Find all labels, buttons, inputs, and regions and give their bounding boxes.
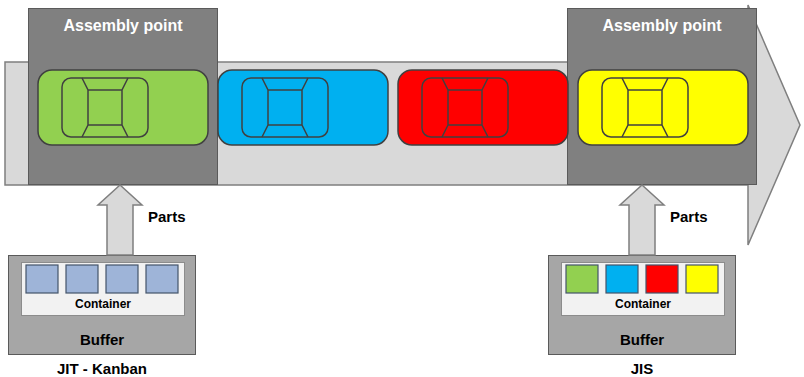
car-cabin [602,78,688,137]
part-square [646,265,678,293]
car-windows [622,78,668,137]
container-parts [26,265,718,293]
car-windows [82,78,128,137]
node-label: Buffer [549,331,735,348]
part-square [566,265,598,293]
car-symbol [38,70,208,145]
part-square [686,265,718,293]
node-label: Assembly point [29,17,217,35]
node-label: Container [22,298,184,312]
car-body [38,70,208,145]
edge-label: Parts [670,208,708,225]
connector-group [98,185,664,255]
assembly-point-box: Assembly point [28,8,218,185]
car-cabin [62,78,148,137]
part-square [606,265,638,293]
car-body [578,70,748,145]
car-symbol [218,70,388,145]
parts-flow-arrow [98,185,142,255]
node-label: Container [562,298,724,312]
node-label: Assembly point [568,17,756,35]
node-heading: JIS [549,360,735,377]
production-line-arrow [5,5,800,245]
car-cabin [422,78,508,137]
part-square [146,265,178,293]
container-panel: Container [21,262,185,316]
car-windows [442,78,488,137]
car-symbol [398,70,568,145]
buffer-box: BufferJISContainer [548,255,736,355]
car-body [398,70,568,145]
edge-label: Parts [148,208,186,225]
car-cabin [242,78,328,137]
car-windows [262,78,308,137]
buffer-box: BufferJIT - KanbanContainer [8,255,196,355]
parts-flow-arrow [620,185,664,255]
part-square [26,265,58,293]
part-square [106,265,138,293]
node-heading: JIT - Kanban [9,360,195,377]
assembly-point-box: Assembly point [567,8,757,185]
car-symbol [578,70,748,145]
part-square [66,265,98,293]
node-label: Buffer [9,331,195,348]
car-body [218,70,388,145]
container-panel: Container [561,262,725,316]
